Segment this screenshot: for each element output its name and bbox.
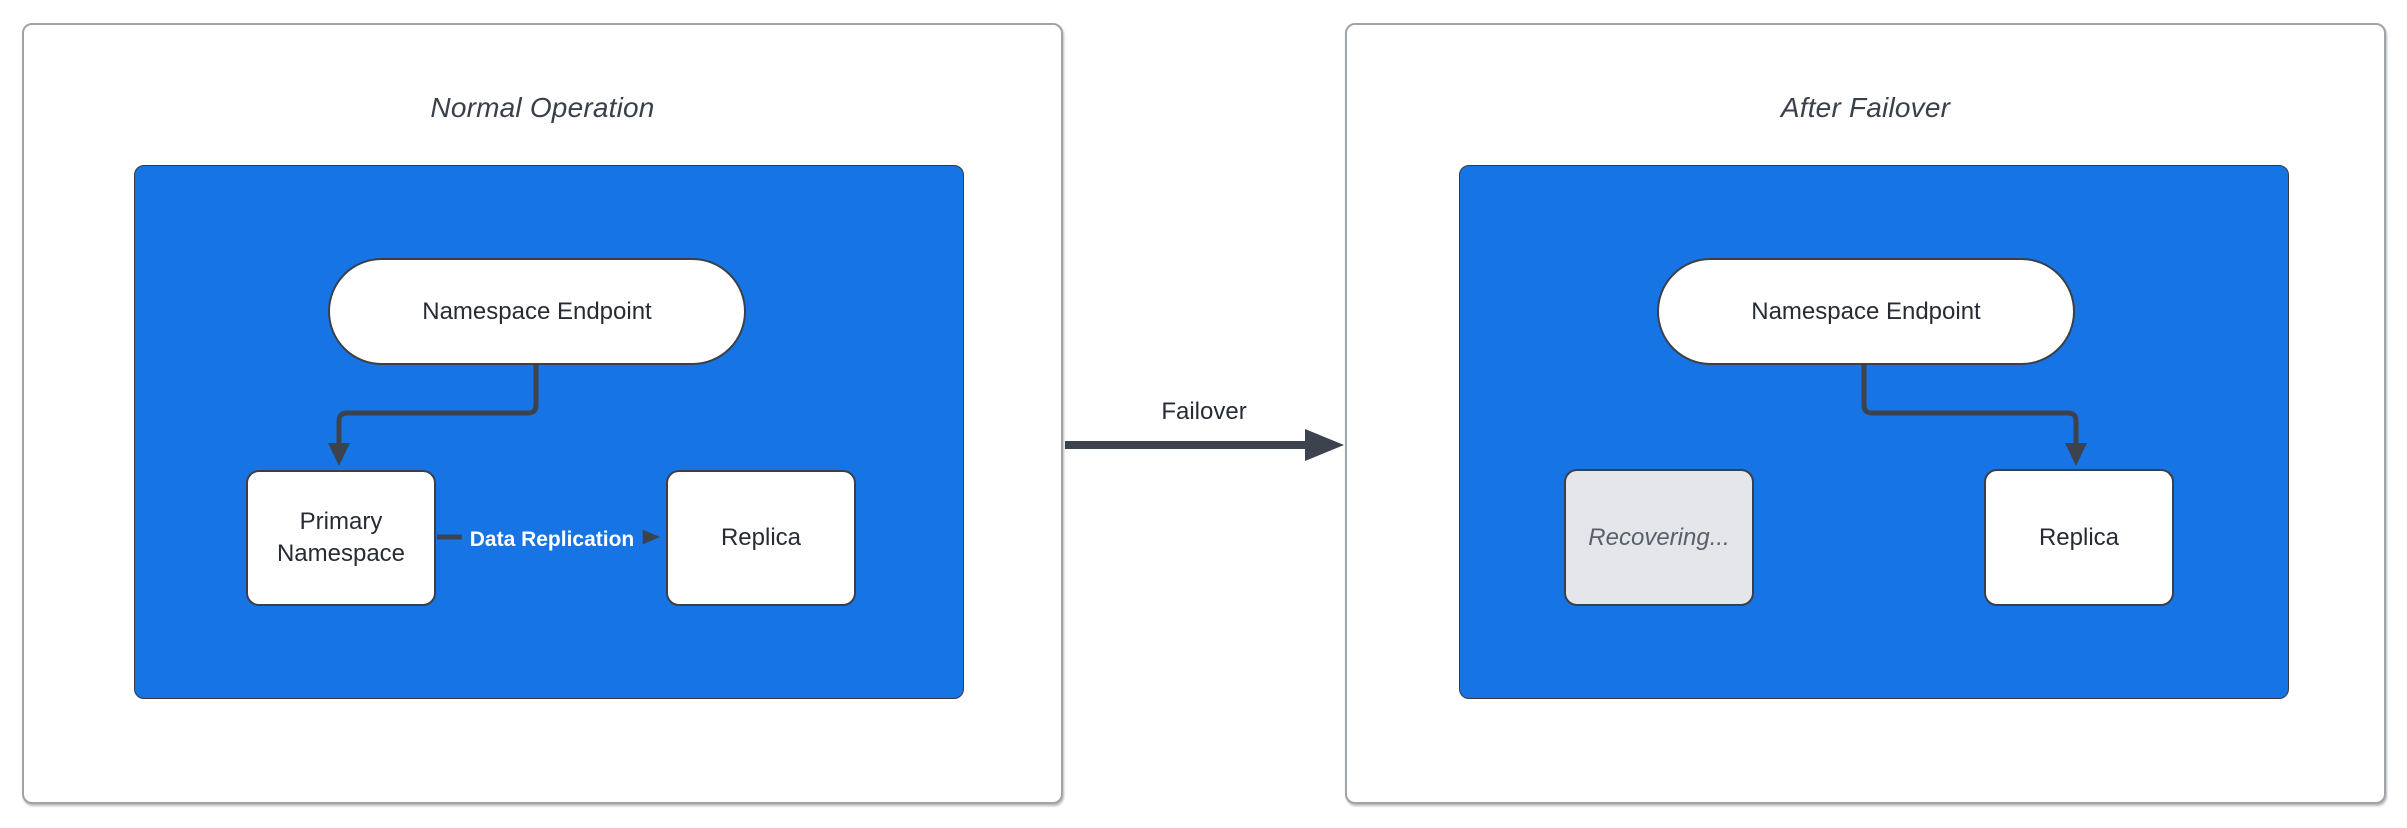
node-primary-namespace: Primary Namespace bbox=[246, 470, 436, 606]
node-label: Primary Namespace bbox=[276, 508, 406, 567]
namespace-group-failover: Namespace Endpoint Recovering... Replica bbox=[1459, 165, 2289, 699]
namespace-group-normal: Namespace Endpoint Primary Namespace Rep… bbox=[134, 165, 964, 699]
node-label: Namespace Endpoint bbox=[1751, 297, 1981, 325]
panel-normal-operation: Normal Operation Namespace Endpoint Prim… bbox=[22, 23, 1063, 804]
node-recovering: Recovering... bbox=[1564, 469, 1754, 606]
node-label: Replica bbox=[720, 524, 802, 552]
node-replica-failover: Replica bbox=[1984, 469, 2174, 606]
node-label: Replica bbox=[2038, 523, 2120, 551]
node-namespace-endpoint-normal: Namespace Endpoint bbox=[328, 258, 746, 365]
node-label: Recovering... bbox=[1588, 523, 1730, 551]
failover-arrowhead bbox=[1305, 429, 1344, 461]
node-namespace-endpoint-failover: Namespace Endpoint bbox=[1657, 258, 2075, 365]
node-replica-normal: Replica bbox=[666, 470, 856, 606]
panel-title-normal-operation: Normal Operation bbox=[430, 92, 655, 123]
failover-label: Failover bbox=[1161, 398, 1247, 425]
data-replication-label: Data Replication bbox=[461, 526, 643, 554]
panel-title-after-failover: After Failover bbox=[1780, 92, 1951, 123]
panel-after-failover: After Failover Namespace Endpoint Recove… bbox=[1345, 23, 2386, 804]
node-label: Namespace Endpoint bbox=[422, 297, 652, 325]
